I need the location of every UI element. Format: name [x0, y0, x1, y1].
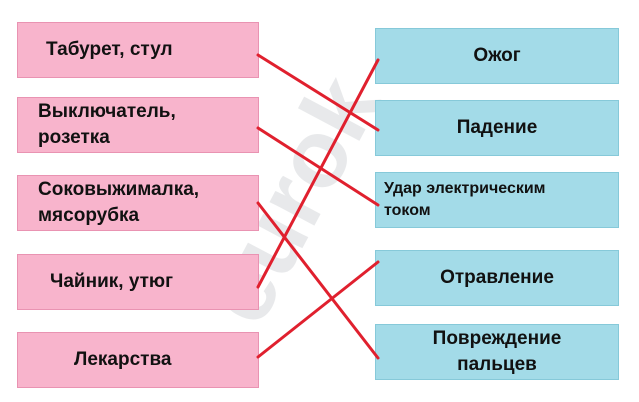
left-item-label: Табурет, стул: [46, 39, 173, 60]
left-item-label: Чайник, утюг: [50, 271, 174, 292]
right-item-label: Падение: [456, 117, 538, 138]
left-item-label: Соковыжималка, мясорубка: [38, 179, 200, 226]
right-item-label: Повреждение пальцев: [432, 328, 562, 375]
left-item-3[interactable]: Чайник, утюг: [17, 254, 259, 310]
left-item-4[interactable]: Лекарства: [17, 332, 259, 388]
right-item-0[interactable]: Ожог: [375, 28, 619, 84]
left-item-0[interactable]: Табурет, стул: [17, 22, 259, 78]
right-item-1[interactable]: Падение: [375, 100, 619, 156]
left-item-2[interactable]: Соковыжималка, мясорубка: [17, 175, 259, 231]
right-item-3[interactable]: Отравление: [375, 250, 619, 306]
connection-line-4: [256, 260, 380, 359]
connection-line-2: [256, 201, 380, 360]
connection-line-3: [256, 58, 380, 289]
left-item-label: Лекарства: [74, 349, 172, 370]
right-item-2[interactable]: Удар электрическим током: [375, 172, 619, 228]
connection-line-0: [256, 53, 380, 132]
left-item-1[interactable]: Выключатель, розетка: [17, 97, 259, 153]
right-item-label: Отравление: [440, 267, 554, 288]
connection-line-1: [256, 126, 380, 207]
right-item-4[interactable]: Повреждение пальцев: [375, 324, 619, 380]
left-item-label: Выключатель, розетка: [38, 101, 176, 148]
right-item-label: Ожог: [473, 45, 521, 66]
right-item-label: Удар электрическим током: [384, 180, 546, 219]
